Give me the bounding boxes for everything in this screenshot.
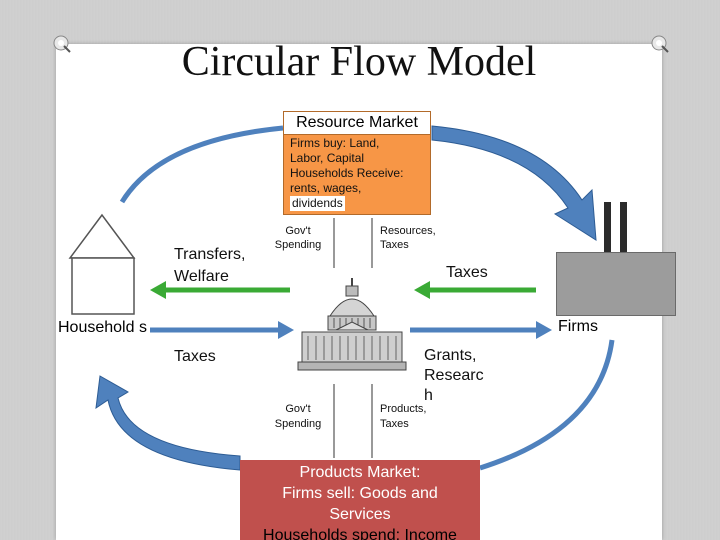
taxes-from-firms-arrow xyxy=(414,281,536,299)
products-taxes-label: Products, Taxes xyxy=(380,403,427,430)
grants-research-label: Grants, Researc h xyxy=(424,347,484,404)
slide-title: Circular Flow Model xyxy=(181,39,537,85)
resource-market-line: dividends xyxy=(290,196,345,211)
resource-market-line: rents, wages, xyxy=(290,181,362,195)
products-market-line: Households spend: Income xyxy=(263,527,457,540)
products-market-line: Products Market: xyxy=(299,464,421,481)
firms-label: Firms xyxy=(558,318,598,335)
households-label: Household s xyxy=(58,319,147,336)
products-market-line: Services xyxy=(329,506,391,523)
govt-spending-bottom-label: Gov't Spending xyxy=(274,403,322,430)
firms-chimney-icon xyxy=(620,202,627,252)
firms-chimney-icon xyxy=(604,202,611,252)
upper-left-flow-arrow xyxy=(119,125,284,204)
firms-factory-icon xyxy=(556,252,676,316)
pushpin-icon xyxy=(53,35,71,53)
transfers-welfare-label: Transfers, Welfare xyxy=(174,246,246,285)
resource-market-line: Labor, Capital xyxy=(290,151,365,165)
household-house-icon xyxy=(68,213,136,315)
products-market-box: Products Market: Firms sell: Goods and S… xyxy=(240,460,480,540)
grants-arrow xyxy=(410,321,552,339)
transfers-arrow xyxy=(150,281,290,299)
resource-market-box: Resource Market Firms buy: Land, Labor, … xyxy=(283,111,431,215)
household-taxes-arrow xyxy=(150,321,294,339)
resource-market-heading: Resource Market xyxy=(284,112,430,135)
govt-spending-top-label: Gov't Spending xyxy=(274,225,322,251)
resource-market-line: Firms buy: Land, xyxy=(290,136,380,150)
products-market-line: Firms sell: Goods and xyxy=(282,485,438,502)
firm-taxes-label: Taxes xyxy=(446,264,488,281)
lower-right-flow-arrow xyxy=(479,339,615,471)
government-capitol-image xyxy=(296,272,408,380)
resource-market-line: Households Receive: xyxy=(290,166,404,180)
resource-market-description: Firms buy: Land, Labor, Capital Househol… xyxy=(290,136,430,211)
upper-right-flow-arrow xyxy=(431,125,597,241)
lower-left-flow-arrow xyxy=(95,375,241,471)
household-taxes-label: Taxes xyxy=(174,348,216,365)
pushpin-icon xyxy=(651,35,669,53)
resources-taxes-label: Resources, Taxes xyxy=(380,225,436,251)
